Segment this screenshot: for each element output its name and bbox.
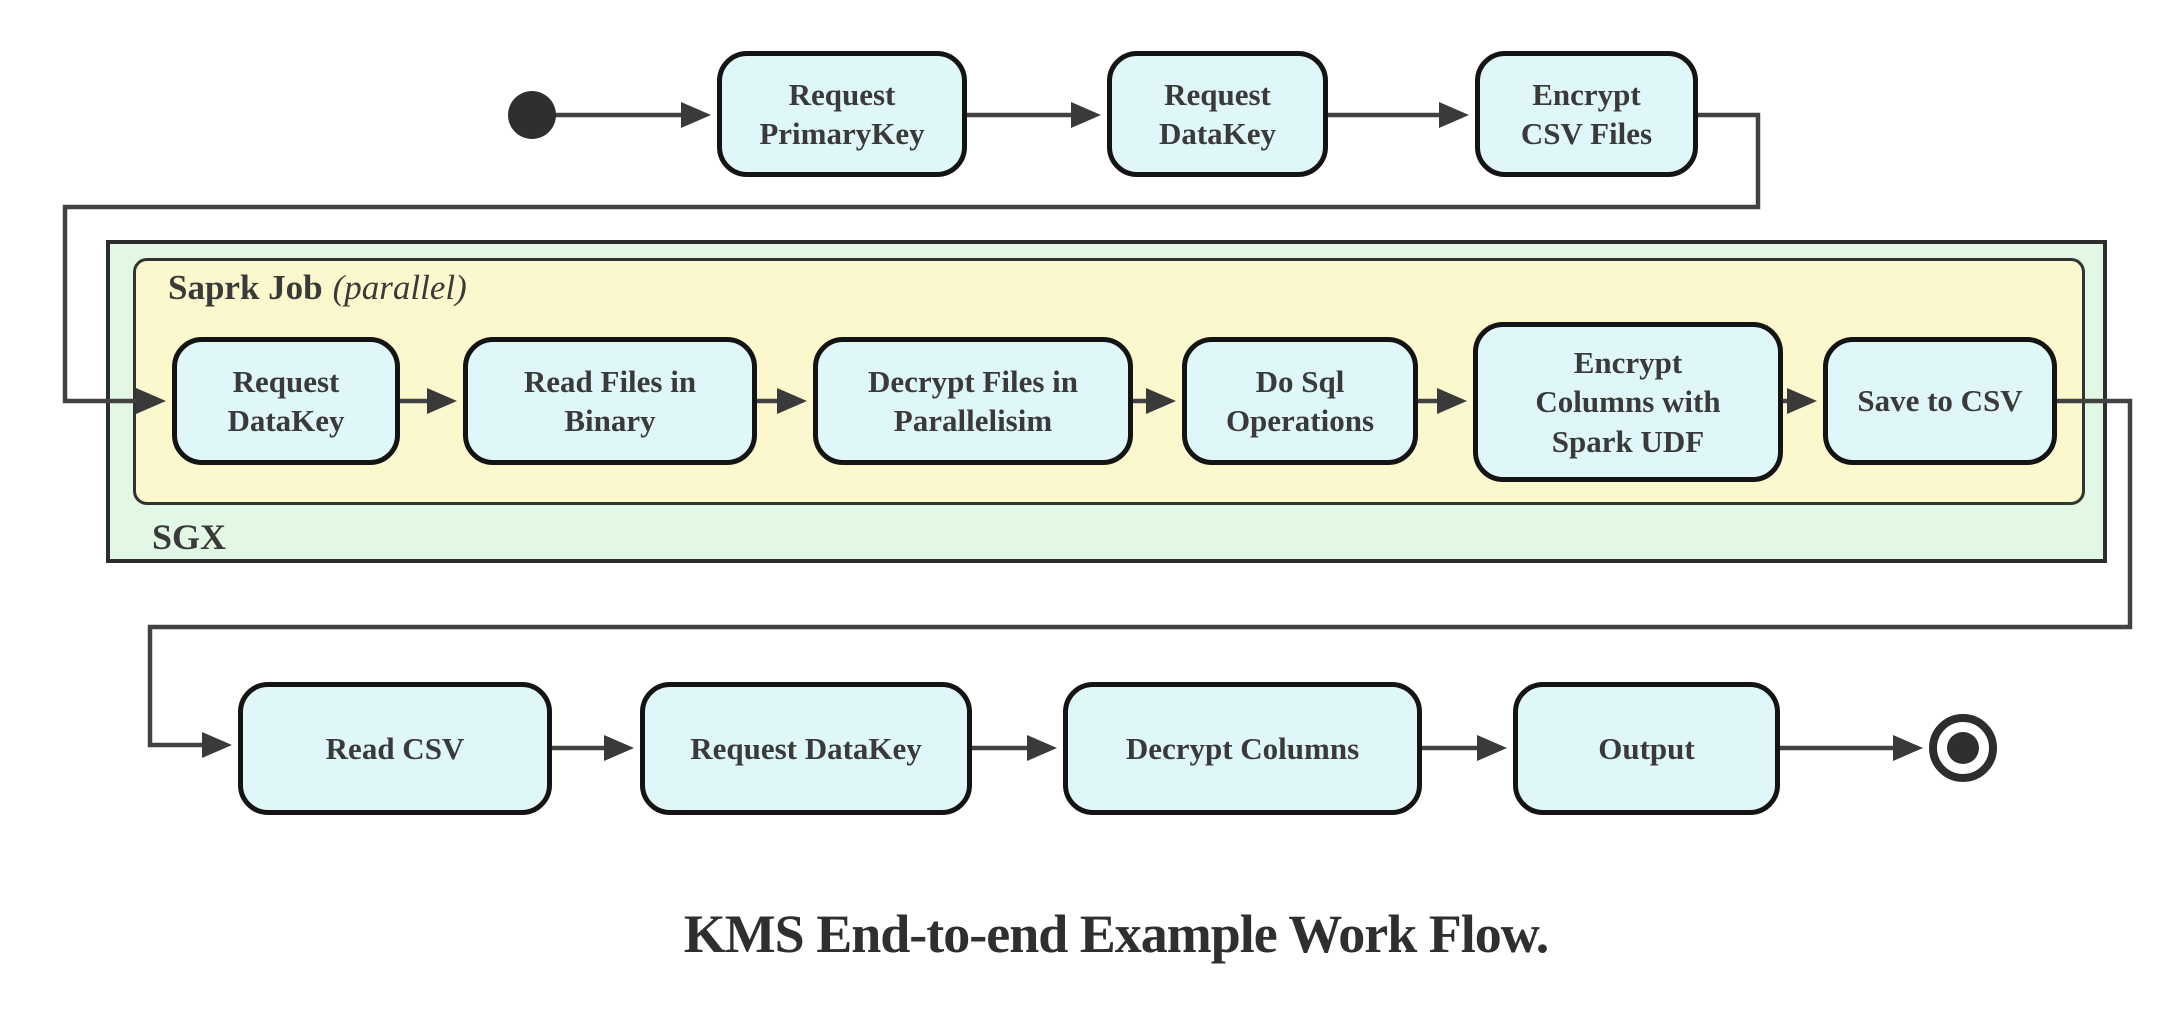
- node-decrypt-columns: Decrypt Columns: [1063, 682, 1422, 815]
- node-request-datakey-bottom: Request DataKey: [640, 682, 972, 815]
- node-label: Request DataKey: [1158, 76, 1277, 151]
- edge-save-csv-to-read-csv: [147, 398, 2133, 758]
- node-do-sql-operations: Do Sql Operations: [1182, 337, 1418, 465]
- node-save-to-csv: Save to CSV: [1823, 337, 2057, 465]
- spark-job-label: Saprk Job(parallel): [168, 268, 467, 308]
- node-output: Output: [1513, 682, 1780, 815]
- node-sgx-request-datakey: Request DataKey: [172, 337, 400, 465]
- node-decrypt-files-parallelism: Decrypt Files in Parallelisim: [813, 337, 1133, 465]
- node-label: Output: [1598, 730, 1695, 766]
- node-request-primarykey: Request PrimaryKey: [717, 51, 967, 177]
- node-label: Request DataKey: [690, 730, 922, 766]
- start-node: [508, 91, 556, 139]
- node-label: Encrypt Columns with Spark UDF: [1535, 345, 1721, 459]
- node-label: Encrypt CSV Files: [1520, 76, 1653, 151]
- node-label: Decrypt Columns: [1125, 730, 1360, 766]
- edge-encrypt-csv-to-sgx-request-datakey: [62, 112, 1761, 414]
- node-label: Decrypt Files in Parallelisim: [867, 363, 1079, 438]
- node-label: Read CSV: [325, 730, 465, 766]
- node-label: Read Files in Binary: [523, 363, 697, 438]
- spark-job-title: Saprk Job: [168, 268, 323, 307]
- node-read-files-binary: Read Files in Binary: [463, 337, 757, 465]
- node-label: Request PrimaryKey: [759, 76, 925, 151]
- node-request-datakey-top: Request DataKey: [1107, 51, 1328, 177]
- node-read-csv: Read CSV: [238, 682, 552, 815]
- node-label: Save to CSV: [1857, 383, 2023, 419]
- spark-job-note: (parallel): [332, 268, 467, 307]
- node-label: Request DataKey: [227, 363, 345, 438]
- node-encrypt-csv-files: Encrypt CSV Files: [1475, 51, 1698, 177]
- node-label: Do Sql Operations: [1225, 363, 1375, 438]
- diagram-caption: KMS End-to-end Example Work Flow.: [683, 904, 1550, 964]
- sgx-label: SGX: [152, 517, 227, 557]
- end-node: [1929, 714, 1997, 782]
- node-encrypt-columns-spark-udf: Encrypt Columns with Spark UDF: [1473, 322, 1783, 482]
